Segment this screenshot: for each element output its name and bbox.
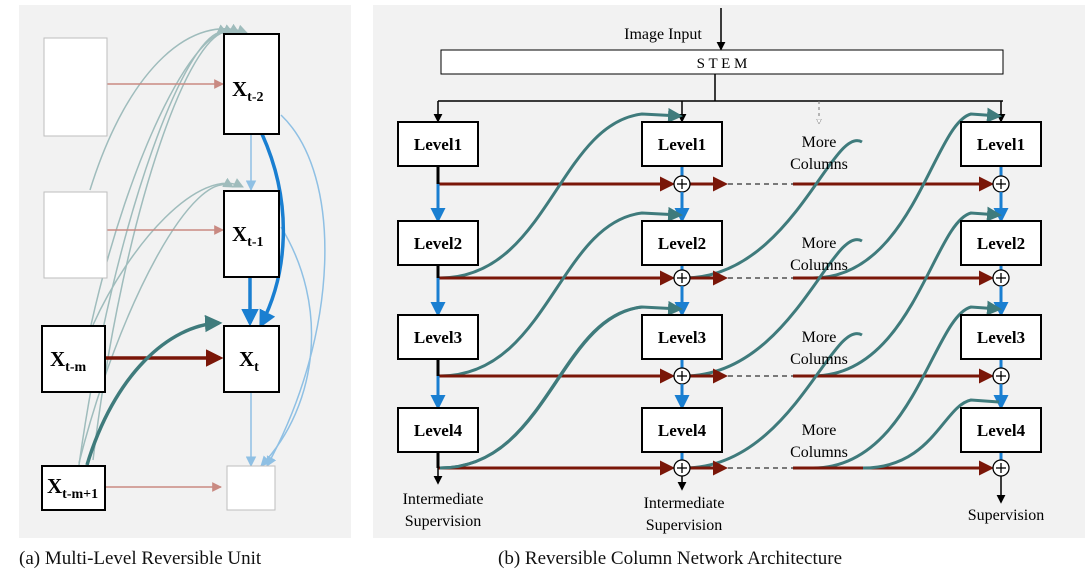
- more-columns-label-line1: More: [802, 329, 837, 346]
- placeholder-box-top: [43, 37, 108, 137]
- x-t-label: Xt: [239, 347, 259, 375]
- teal-cross-level-curve: [439, 107, 683, 280]
- level-label: Level1: [658, 135, 706, 154]
- level-label: Level3: [414, 328, 462, 347]
- level-label: Level4: [414, 421, 463, 440]
- level-box: [960, 220, 1042, 266]
- level-box: [641, 314, 723, 360]
- teal-cross-level-curve: [862, 398, 1000, 470]
- teal-cross-level-curve: [812, 107, 1002, 280]
- level-label: Level1: [414, 135, 462, 154]
- x-t-minus-1-box: [223, 190, 280, 278]
- x-t-minus-m-plus-1-box: [41, 465, 106, 511]
- more-columns-label-line1: More: [802, 235, 837, 252]
- skip-connections-light-blue: [245, 114, 326, 468]
- level-box: [397, 121, 479, 167]
- feature-arrows-salmon: [103, 79, 224, 492]
- column-network-diagram: Image Input S T E M MoreColumnsMoreColum…: [397, 8, 1044, 534]
- teal-cross-level-curve: [439, 206, 683, 378]
- reversible-unit-diagram: Xt-2 Xt-1 Xt Xt-m Xt-m+1: [41, 23, 326, 511]
- more-columns-label-line1: More: [802, 422, 837, 439]
- placeholder-box-output: [226, 465, 276, 511]
- level-label: Level2: [977, 234, 1025, 253]
- level-box: [641, 121, 723, 167]
- level-box: [641, 220, 723, 266]
- level-box: [397, 407, 479, 453]
- level-box: [641, 407, 723, 453]
- level-box: [960, 314, 1042, 360]
- image-input-label: Image Input: [624, 26, 702, 43]
- teal-cross-level-curve: [439, 305, 643, 470]
- cross-level-arrow: [85, 314, 223, 466]
- x-t-minus-1-label: Xt-1: [232, 222, 264, 250]
- caption-panel-a: (a) Multi-Level Reversible Unit: [19, 548, 262, 569]
- more-columns-label-line2: Columns: [790, 444, 848, 461]
- level-box: [397, 220, 479, 266]
- level-label: Level2: [658, 234, 706, 253]
- x-t-minus-m-box: [41, 325, 106, 393]
- x-t-minus-2-box: [223, 33, 280, 135]
- more-columns-label-line1: More: [802, 134, 837, 151]
- more-columns-label-line2: Columns: [790, 351, 848, 368]
- multi-level-reversible-unit-panel: Xt-2 Xt-1 Xt Xt-m Xt-m+1: [19, 5, 351, 538]
- stem-box: [440, 49, 1004, 75]
- level-box: [960, 121, 1042, 167]
- column-network-body: MoreColumnsMoreColumnsMoreColumnsMoreCol…: [397, 107, 1044, 534]
- intermediate-supervision-label-line1: Intermediate: [644, 495, 725, 512]
- x-t-minus-2-label: Xt-2: [232, 77, 264, 105]
- level-label: Level1: [977, 135, 1025, 154]
- x-t-minus-m-label: Xt-m: [50, 347, 86, 375]
- skip-level-arrow: [259, 133, 286, 329]
- placeholder-box-middle: [43, 191, 108, 279]
- x-t-minus-m-plus-1-label: Xt-m+1: [47, 474, 98, 502]
- level-box: [397, 314, 479, 360]
- level-label: Level3: [977, 328, 1025, 347]
- caption-panel-b: (b) Reversible Column Network Architectu…: [498, 548, 843, 569]
- intermediate-supervision-label-line2: Supervision: [405, 513, 481, 530]
- intermediate-supervision-label-line2: Supervision: [646, 517, 722, 534]
- teal-cross-level-curve: [812, 206, 1002, 378]
- level-label: Level2: [414, 234, 462, 253]
- level-label: Level4: [977, 421, 1026, 440]
- level-box: [960, 407, 1042, 453]
- more-columns-label-line2: Columns: [790, 257, 848, 274]
- stem-distribution: [433, 74, 1006, 123]
- more-columns-label-line2: Columns: [790, 156, 848, 173]
- teal-cross-level-curve: [812, 300, 1002, 470]
- level-label: Level4: [658, 421, 707, 440]
- intermediate-supervision-label-line1: Intermediate: [403, 491, 484, 508]
- supervision-label: Supervision: [968, 507, 1044, 524]
- stem-label: S T E M: [697, 56, 748, 72]
- level-label: Level3: [658, 328, 706, 347]
- x-t-box: [223, 325, 280, 393]
